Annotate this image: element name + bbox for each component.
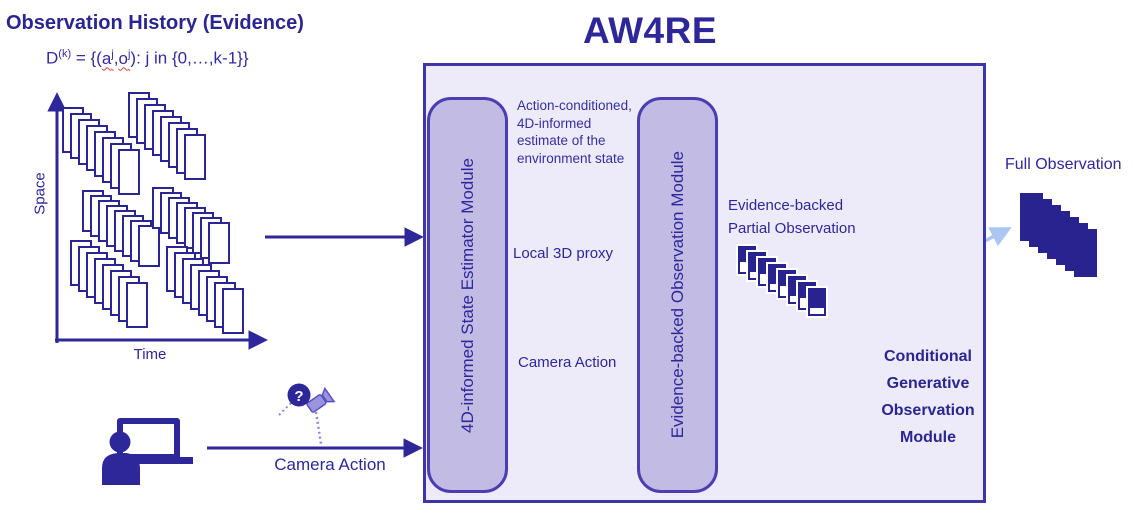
formula-base: D	[46, 48, 59, 68]
state-estimator-module-label: 4D-informed State Estimator Module	[457, 157, 477, 433]
partial-observation-line1: Evidence-backed	[728, 197, 844, 214]
cgom-line: Conditional	[884, 348, 972, 365]
camera-action-inner-label: Camera Action	[518, 354, 617, 371]
formula-comma: ,	[113, 48, 119, 68]
frame	[184, 134, 206, 180]
evidence-backed-observation-module: Evidence-backed Observation Module	[637, 97, 718, 493]
conditional-generative-module-label: Conditional Generative Observation Modul…	[848, 343, 1008, 451]
cgom-line: Module	[900, 429, 956, 446]
formula-rest: ): j in {0,…,k-1}}	[130, 48, 249, 68]
person-computer-icon	[102, 418, 193, 485]
question-camera-icon: ?	[276, 383, 336, 445]
frame	[208, 222, 230, 264]
time-axis-label: Time	[133, 346, 167, 363]
local-3d-proxy-label: Local 3D proxy	[513, 245, 614, 262]
partial-observation-line2: Partial Observation	[728, 220, 856, 237]
formula-eq: = {(	[71, 48, 102, 68]
formula-observation-term: oj	[118, 48, 131, 68]
state-estimator-module: 4D-informed State Estimator Module	[427, 97, 508, 493]
frame	[222, 288, 244, 334]
frame	[1074, 229, 1097, 277]
evidence-formula: D(k) = {(aj,oj): j in {0,…,k-1}}	[46, 48, 249, 69]
space-axis-label: Space	[31, 172, 49, 215]
full-observation-label: Full Observation	[1005, 156, 1122, 173]
frame	[138, 225, 160, 267]
frame	[118, 149, 140, 195]
observation-history-title: Observation History (Evidence)	[6, 12, 304, 34]
aw4re-title: AW4RE	[582, 10, 718, 51]
frame	[808, 288, 826, 316]
estimate-description: Action-conditioned, 4D-informed estimate…	[517, 98, 632, 166]
formula-k-sup: (k)	[58, 48, 72, 60]
svg-text:?: ?	[294, 388, 303, 405]
user-camera-action-label: Camera Action	[274, 455, 386, 474]
evidence-backed-observation-module-label: Evidence-backed Observation Module	[667, 151, 687, 439]
partial-observation-label: Evidence-backed Partial Observation	[728, 194, 856, 240]
frame	[126, 282, 148, 328]
cgom-line: Observation	[881, 402, 975, 419]
formula-action-term: aj	[101, 48, 114, 68]
cgom-line: Generative	[886, 375, 970, 392]
